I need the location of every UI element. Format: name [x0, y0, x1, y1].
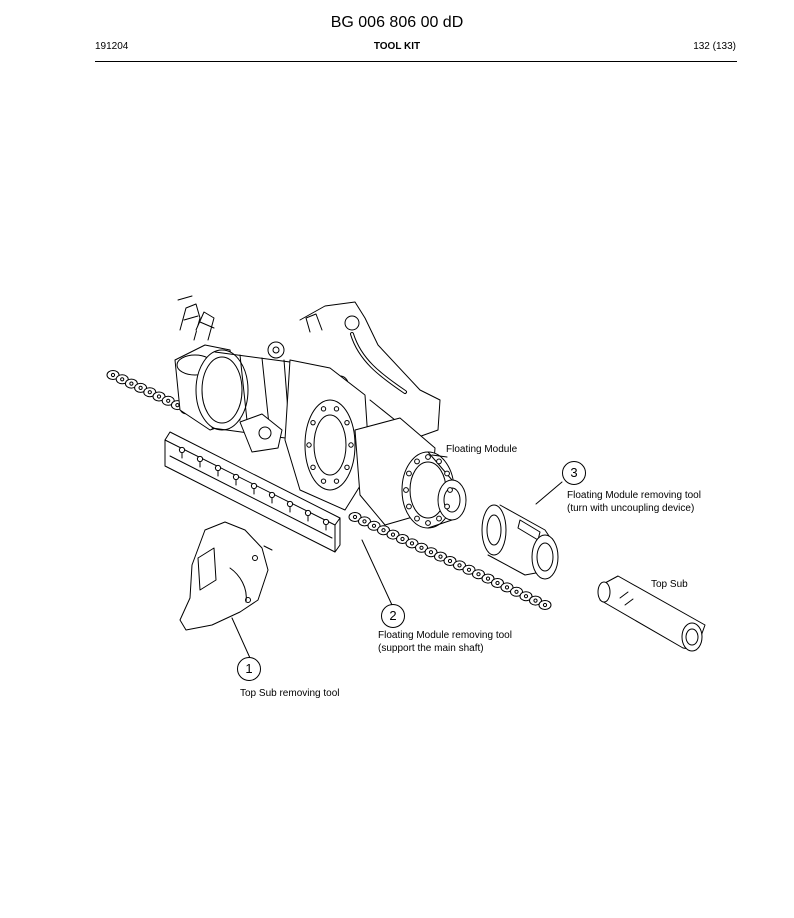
callout-3-line2: (turn with uncoupling device) [567, 503, 695, 514]
top-sub-removing-tool-illustration [179, 521, 273, 631]
base-frame-illustration [164, 431, 341, 553]
header-rule [95, 61, 737, 62]
top-sub-label: Top Sub [651, 579, 688, 590]
machine-body-illustration [174, 295, 467, 529]
callout-2-line2: (support the main shaft) [378, 643, 484, 654]
floating-module-removing-tool-sleeve [481, 504, 559, 580]
document-number: BG 006 806 00 dD [330, 14, 464, 31]
section-title: TOOL KIT [373, 41, 421, 52]
callout-1-line1: Top Sub removing tool [240, 688, 340, 699]
callout-2-line1: Floating Module removing tool [378, 630, 512, 641]
callout-3-circle: 3 [562, 461, 586, 485]
page-indicator: 132 (133) [693, 41, 736, 52]
floating-module-label: Floating Module [446, 444, 518, 455]
leader-lines [231, 454, 563, 659]
date-code: 191204 [95, 41, 129, 52]
top-sub-illustration [597, 575, 706, 652]
callout-3-line1: Floating Module removing tool [567, 490, 701, 501]
callout-1-circle: 1 [237, 657, 261, 681]
callout-2-circle: 2 [381, 604, 405, 628]
